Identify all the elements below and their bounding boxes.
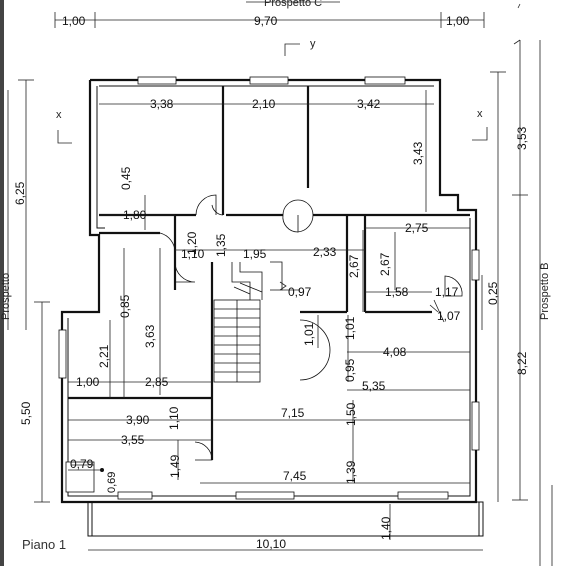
- doors: [159, 194, 463, 461]
- window-n3: [364, 76, 406, 85]
- dim-1-95: 1,95: [243, 247, 267, 261]
- window-w1: [58, 329, 67, 379]
- dim-top-right: 1,00: [446, 14, 470, 28]
- window-e2: [471, 401, 480, 451]
- dim-1-07: 1,07: [437, 309, 461, 323]
- floor-level-label: Piano 1: [22, 537, 67, 552]
- dim-1-80: 1,80: [123, 208, 147, 222]
- dim-1-10-living: 1,10: [167, 406, 181, 430]
- dim-0-95: 0,95: [343, 358, 357, 382]
- top-dimension-chain: 1,00 9,70 1,00 Prospetto C: [54, 0, 485, 28]
- dim-3-42: 3,42: [357, 97, 381, 111]
- interior-dimension-lines: [68, 90, 483, 551]
- axis-label-y: y: [310, 38, 316, 50]
- dim-0-45: 0,45: [119, 166, 133, 190]
- dim-right-8-22: 8,22: [515, 351, 529, 375]
- axis-label-x-right: x: [477, 108, 483, 120]
- stairs: [213, 261, 287, 383]
- dim-0-97: 0,97: [288, 285, 312, 299]
- dim-3-38: 3,38: [150, 97, 174, 111]
- dim-0-25: 0,25: [486, 281, 500, 305]
- dim-0-69: 0,69: [106, 472, 118, 493]
- terrace: [65, 461, 484, 537]
- dim-2-75: 2,75: [405, 221, 429, 235]
- windows: [58, 76, 480, 500]
- dim-2-10: 2,10: [252, 97, 276, 111]
- dim-3-55: 3,55: [121, 433, 145, 447]
- dim-7-15: 7,15: [281, 406, 305, 420]
- dim-10-10: 10,10: [256, 537, 286, 551]
- dim-2-85: 2,85: [145, 375, 169, 389]
- dim-2-33: 2,33: [313, 245, 337, 259]
- dim-2-67-hall: 2,67: [347, 254, 361, 278]
- section-markers: y x x: [56, 3, 521, 144]
- dim-1-39: 1,39: [344, 460, 358, 484]
- dim-1-35: 1,35: [214, 233, 228, 257]
- dim-left-6-25: 6,25: [13, 181, 27, 205]
- window-s3: [397, 491, 449, 500]
- dim-5-35: 5,35: [362, 379, 386, 393]
- dim-1-10: 1,10: [181, 247, 205, 261]
- dim-0-85: 0,85: [118, 294, 132, 318]
- dim-4-08: 4,08: [383, 345, 407, 359]
- dim-1-01-a: 1,01: [302, 322, 316, 346]
- dim-1-17: 1,17: [435, 285, 459, 299]
- window-s2: [235, 491, 295, 500]
- dimension-labels: 3,38 2,10 3,42 3,43 0,45 1,80 1,20 1,35 …: [70, 97, 500, 551]
- dim-1-00-living: 1,00: [76, 375, 100, 389]
- dim-3-63: 3,63: [143, 324, 157, 348]
- window-n1: [137, 76, 177, 85]
- window-n2: [249, 76, 289, 85]
- dim-top-mid: 9,70: [254, 14, 278, 28]
- dim-2-67-bath: 2,67: [378, 252, 392, 276]
- elevation-label-top: Prospetto C: [264, 0, 322, 9]
- elevation-label-left: Prospetto: [0, 273, 12, 320]
- elevation-label-right: Prospetto B: [539, 263, 551, 320]
- dim-1-49: 1,49: [168, 454, 182, 478]
- dim-7-45: 7,45: [283, 469, 307, 483]
- dim-1-01-b: 1,01: [343, 316, 357, 340]
- right-dimension-chain: 3,53 8,22 Prospetto B: [490, 39, 553, 566]
- axis-label-x-left: x: [56, 109, 62, 121]
- window-s1: [117, 491, 153, 500]
- left-dimension-chain: 6,25 5,50 Prospetto: [0, 79, 50, 503]
- dim-3-43: 3,43: [411, 141, 425, 165]
- scan-edge: [0, 0, 4, 566]
- dim-top-left: 1,00: [62, 14, 86, 28]
- window-e1: [471, 249, 480, 281]
- dim-1-20: 1,20: [185, 231, 199, 255]
- dim-1-50: 1,50: [344, 402, 358, 426]
- dim-0-79: 0,79: [70, 457, 94, 471]
- dim-right-3-53: 3,53: [515, 126, 529, 150]
- dim-1-58: 1,58: [385, 285, 409, 299]
- dim-2-21: 2,21: [97, 344, 111, 368]
- dim-left-5-50: 5,50: [19, 401, 33, 425]
- dim-3-90: 3,90: [126, 413, 150, 427]
- dim-1-40: 1,40: [379, 516, 393, 540]
- interior-walls: [68, 86, 470, 460]
